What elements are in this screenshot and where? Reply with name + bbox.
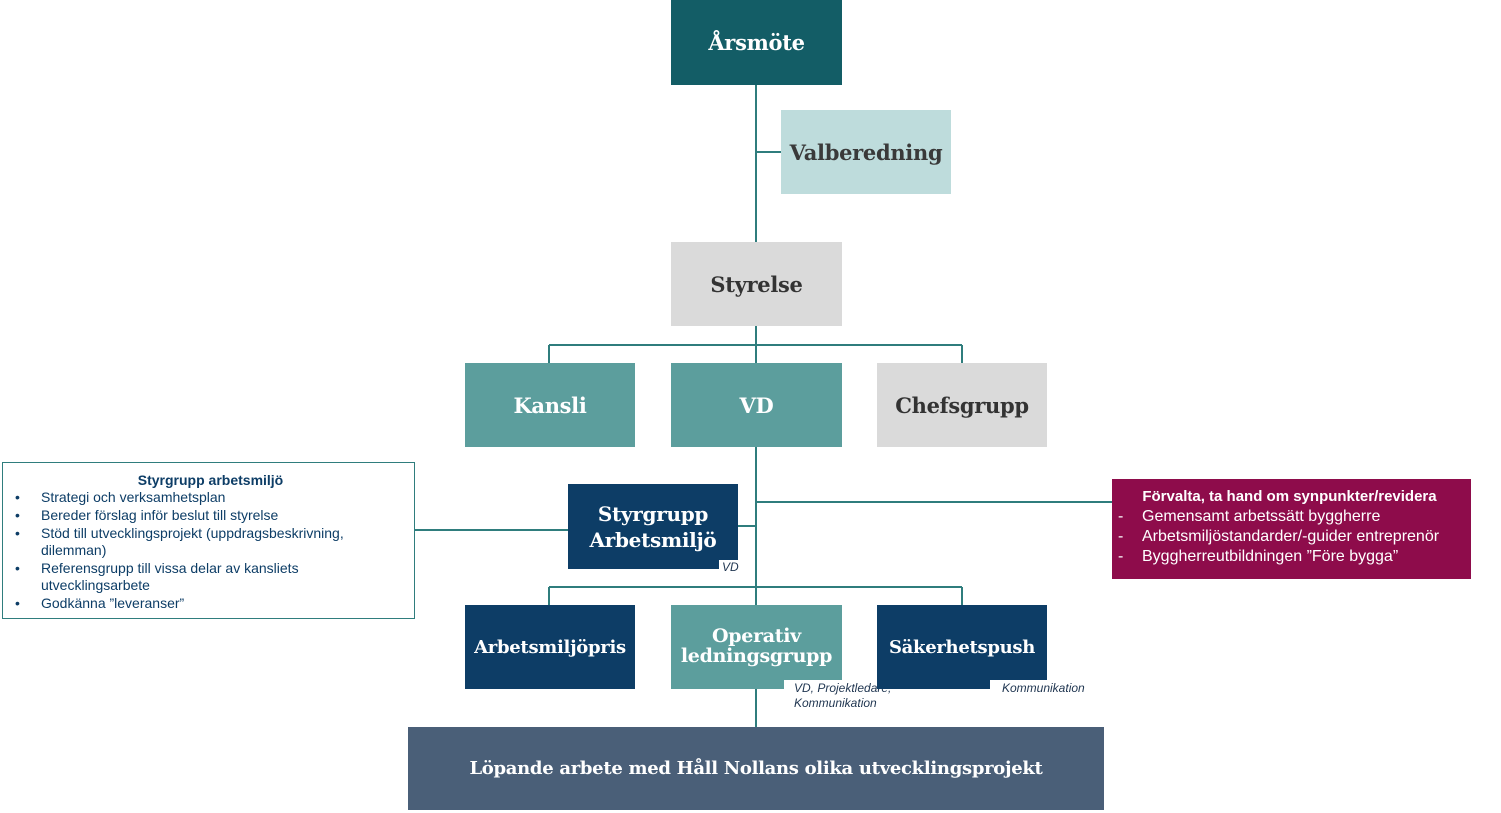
kansli-box: Kansli bbox=[465, 363, 635, 447]
operativ-label-line2: ledningsgrupp bbox=[680, 645, 833, 667]
chefsgrupp-label: Chefsgrupp bbox=[895, 392, 1029, 418]
info-box-list: Strategi och verksamhetsplan Bereder för… bbox=[15, 489, 406, 612]
forvalta-item: Gemensamt arbetssätt byggherre bbox=[1116, 507, 1463, 527]
info-item: Referensgrupp till vissa delar av kansli… bbox=[15, 560, 406, 594]
arbetsmiljopris-box: Arbetsmiljöpris bbox=[465, 605, 635, 689]
lopande-arbete-box: Löpande arbete med Håll Nollans olika ut… bbox=[408, 727, 1104, 810]
forvalta-list: Gemensamt arbetssätt byggherre Arbetsmil… bbox=[1116, 507, 1463, 567]
arbetsmiljopris-label: Arbetsmiljöpris bbox=[474, 636, 626, 658]
forvalta-item: Arbetsmiljöstandarder/-guider entreprenö… bbox=[1116, 527, 1463, 547]
styrelse-label: Styrelse bbox=[710, 271, 803, 297]
sakerhetspush-label: Säkerhetspush bbox=[888, 636, 1036, 658]
forvalta-box: Förvalta, ta hand om synpunkter/revidera… bbox=[1112, 479, 1471, 579]
styrgrupp-label-line1: Styrgrupp bbox=[597, 501, 709, 526]
info-item: Godkänna ”leveranser” bbox=[15, 595, 406, 612]
styrgrupp-note: VD bbox=[719, 560, 742, 575]
forvalta-title: Förvalta, ta hand om synpunkter/revidera bbox=[1142, 488, 1437, 505]
info-item: Bereder förslag inför beslut till styrel… bbox=[15, 507, 406, 524]
lopande-label: Löpande arbete med Håll Nollans olika ut… bbox=[469, 758, 1043, 779]
arsmote-box: Årsmöte bbox=[671, 0, 842, 85]
info-item: Strategi och verksamhetsplan bbox=[15, 489, 406, 506]
info-item: Stöd till utvecklingsprojekt (uppdragsbe… bbox=[15, 525, 406, 559]
operativ-ledningsgrupp-box: Operativ ledningsgrupp bbox=[671, 605, 842, 689]
info-box-title: Styrgrupp arbetsmiljö bbox=[137, 472, 284, 488]
arsmote-label: Årsmöte bbox=[708, 30, 805, 55]
operativ-note-line1: VD, Projektledare, bbox=[794, 681, 892, 695]
styrelse-box: Styrelse bbox=[671, 242, 842, 326]
operativ-note-line2: Kommunikation bbox=[794, 696, 877, 710]
vd-label: VD bbox=[739, 392, 774, 418]
forvalta-item: Byggherreutbildningen ”Före bygga” bbox=[1116, 547, 1463, 567]
vd-box: VD bbox=[671, 363, 842, 447]
kansli-label: Kansli bbox=[513, 392, 587, 418]
styrgrupp-arbetsmiljo-box: Styrgrupp Arbetsmiljö bbox=[568, 484, 738, 569]
chefsgrupp-box: Chefsgrupp bbox=[877, 363, 1047, 447]
valberedning-label: Valberedning bbox=[789, 139, 943, 165]
operativ-label-line1: Operativ bbox=[712, 625, 801, 648]
sakerhetspush-box: Säkerhetspush bbox=[877, 605, 1047, 689]
valberedning-box: Valberedning bbox=[781, 110, 951, 194]
styrgrupp-info-box: Styrgrupp arbetsmiljö Strategi och verks… bbox=[2, 462, 415, 619]
sakerhetspush-note: Kommunikation bbox=[990, 680, 1091, 697]
styrgrupp-label-line2: Arbetsmiljö bbox=[589, 527, 717, 552]
